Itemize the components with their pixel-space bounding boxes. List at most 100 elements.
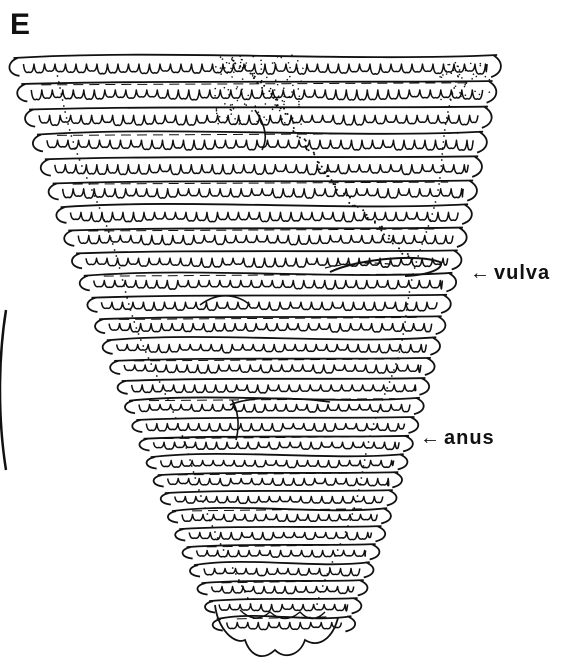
stipple-dot: [366, 214, 368, 216]
annule-lobe: [9, 58, 19, 76]
stipple-dot: [153, 369, 155, 371]
stipple-dot: [251, 73, 253, 75]
stipple-dot: [220, 73, 222, 75]
stipple-dot: [297, 60, 299, 62]
stipple-dot: [275, 79, 277, 81]
stipple-dot: [57, 75, 59, 77]
stipple-dot: [284, 113, 286, 115]
stipple-dot: [263, 93, 265, 95]
annule-lobe: [161, 493, 171, 504]
stipple-dot: [476, 76, 478, 78]
annule-edge: [37, 131, 483, 134]
left-arrow-icon: ←: [470, 263, 491, 283]
annule-lobe: [452, 250, 462, 269]
annule-lobe: [370, 544, 380, 559]
stipple-dot: [271, 106, 273, 108]
annule-lobe: [175, 529, 185, 540]
annule-lobe: [446, 273, 456, 292]
stipple-dot: [351, 513, 353, 515]
stipple-dot: [480, 63, 482, 65]
stipple-dot: [167, 399, 169, 401]
stipple-dot: [405, 315, 407, 317]
stipple-dot: [281, 118, 283, 120]
stipple-dot: [249, 72, 251, 74]
stipple-dot: [326, 573, 328, 575]
annule-edge: [136, 417, 414, 420]
annule-lobe: [64, 231, 74, 246]
annule-lobe: [139, 439, 149, 451]
annule-scallop: [117, 345, 427, 353]
stipple-dot: [274, 104, 276, 106]
stipple-dot: [465, 82, 467, 84]
stipple-dot: [128, 303, 130, 305]
stipple-dot: [260, 68, 262, 70]
stipple-dot: [234, 118, 236, 120]
stipple-dot: [440, 99, 442, 101]
stipple-dot: [224, 103, 226, 105]
stipple-dot: [112, 243, 114, 245]
stipple-dot: [447, 111, 449, 113]
annule-lobe: [103, 340, 113, 353]
stipple-dot: [331, 179, 333, 181]
stipple-dot: [465, 94, 467, 96]
stipple-dot: [455, 62, 457, 64]
stipple-dot: [261, 87, 263, 89]
annule-lobe: [430, 337, 440, 355]
annule-edge: [209, 598, 358, 601]
stipple-dot: [455, 81, 457, 83]
stipple-dot: [298, 104, 300, 106]
annule-lobe: [477, 132, 487, 153]
annule-lobe: [482, 107, 492, 128]
annule-scallop: [161, 460, 394, 467]
stipple-dot: [63, 105, 65, 107]
stipple-dot: [401, 253, 403, 255]
annule-scallop: [212, 586, 354, 593]
annule-edge: [179, 526, 381, 529]
stipple-dot: [345, 192, 347, 194]
stipple-dot: [224, 67, 226, 69]
stipple-dot: [371, 429, 373, 431]
annule-scallop: [189, 532, 371, 539]
stipple-dot: [232, 65, 234, 67]
stipple-dot: [360, 477, 362, 479]
stipple-dot: [76, 153, 78, 155]
stipple-dot: [357, 206, 359, 208]
stipple-dot: [242, 78, 244, 80]
stipple-dot: [354, 205, 356, 207]
stipple-dot: [438, 183, 440, 185]
stipple-dot: [235, 573, 237, 575]
stipple-dot: [334, 186, 336, 188]
stipple-dot: [383, 233, 385, 235]
stipple-dot: [216, 108, 218, 110]
stipple-dot: [414, 267, 416, 269]
stipple-dot: [425, 231, 427, 233]
stipple-dot: [83, 171, 85, 173]
annule-edge: [107, 337, 437, 340]
stipple-dot: [239, 65, 241, 67]
stipple-dot: [334, 183, 336, 185]
stipple-dot: [177, 423, 179, 425]
stipple-dot: [471, 78, 473, 80]
annule-scallop: [47, 140, 473, 150]
stipple-dot: [287, 113, 289, 115]
stipple-dot: [131, 315, 133, 317]
stipple-dot: [241, 585, 243, 587]
stipple-dot: [409, 291, 411, 293]
annule-lobe: [197, 583, 207, 594]
stipple-dot: [245, 64, 247, 66]
stipple-dot: [391, 375, 393, 377]
stipple-dot: [298, 88, 300, 90]
stipple-dot: [266, 119, 268, 121]
stipple-dot: [352, 205, 354, 207]
annule-lobe: [205, 601, 215, 612]
stipple-dot: [404, 321, 406, 323]
stipple-dot: [260, 82, 262, 84]
annule-scallop: [55, 165, 468, 175]
stipple-dot: [300, 80, 302, 82]
annule-edge: [194, 562, 370, 565]
annule-break: [200, 296, 250, 305]
stipple-dot: [244, 66, 246, 68]
annule-lobe: [125, 401, 135, 413]
stipple-dot: [273, 72, 275, 74]
annule-scallop: [182, 514, 377, 521]
